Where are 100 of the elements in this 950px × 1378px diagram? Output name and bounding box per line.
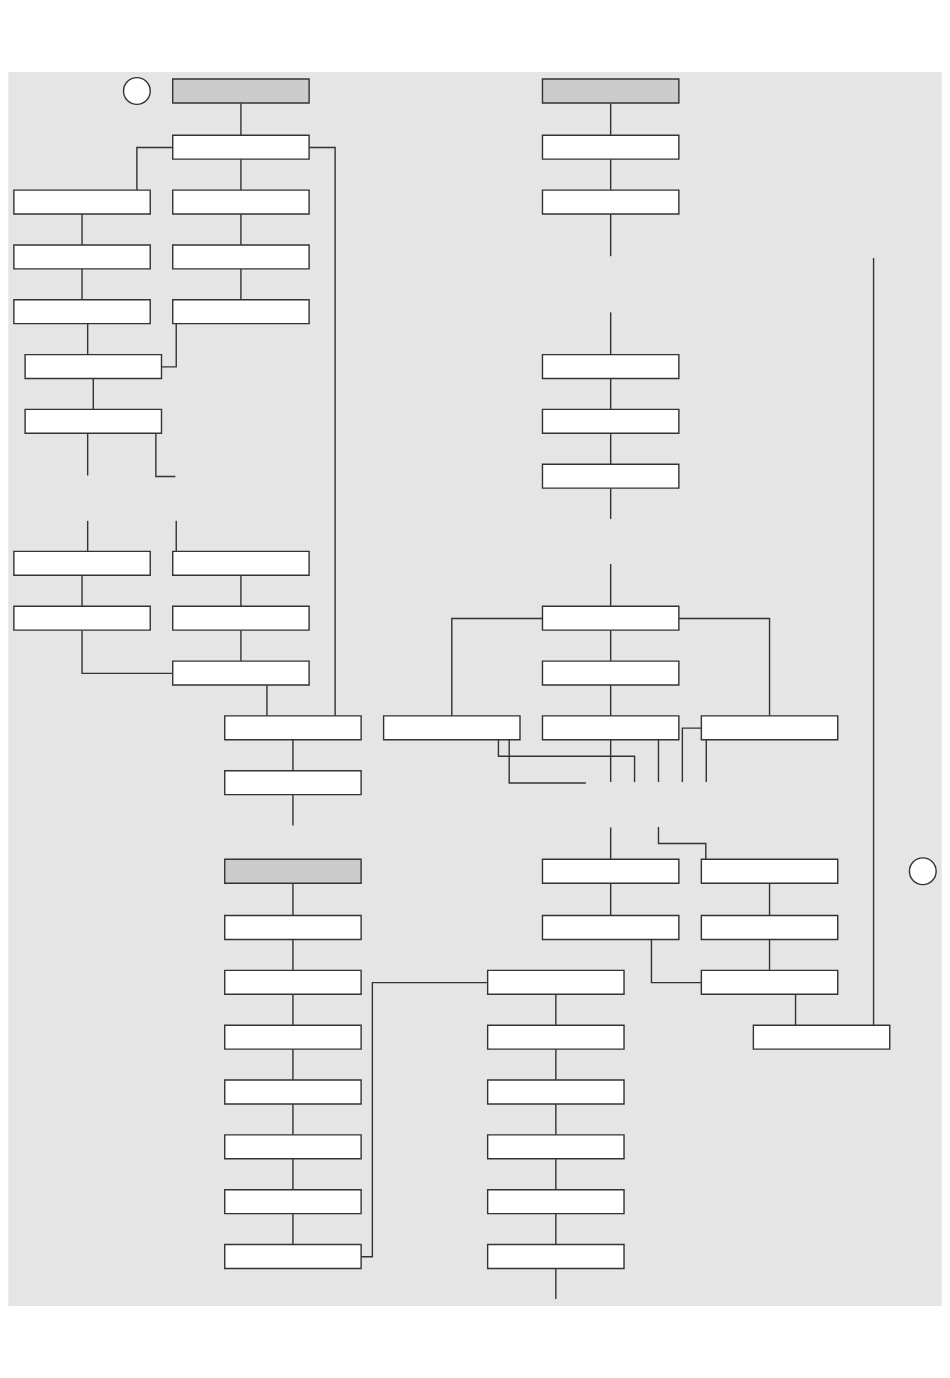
connector — [681, 727, 702, 783]
node-box — [172, 660, 310, 686]
node-box — [172, 78, 310, 104]
node-circle — [122, 76, 151, 106]
connector — [609, 432, 612, 465]
node-box — [172, 299, 310, 325]
connector — [555, 993, 557, 1026]
node-box — [541, 715, 680, 741]
connector — [86, 520, 89, 552]
connector — [609, 158, 612, 191]
connector — [360, 981, 489, 1258]
connector — [555, 1268, 557, 1300]
connector — [609, 684, 612, 717]
connector — [555, 1158, 557, 1191]
connector — [240, 102, 242, 136]
node-box — [172, 244, 310, 270]
connector — [555, 1213, 557, 1246]
node-box — [700, 914, 839, 941]
node-box — [224, 858, 362, 884]
connector — [609, 487, 612, 520]
node-box — [172, 550, 310, 577]
connector — [292, 883, 294, 917]
node-box — [541, 189, 680, 215]
connector — [650, 939, 702, 984]
node-box — [486, 969, 625, 995]
connector — [794, 993, 797, 1026]
connector — [175, 520, 177, 552]
connector — [292, 1213, 294, 1246]
connector — [678, 617, 771, 717]
connector — [768, 883, 771, 917]
connector — [292, 1103, 294, 1136]
connector — [609, 629, 612, 662]
node-box — [541, 463, 680, 489]
connector — [92, 378, 94, 410]
node-box — [224, 1243, 362, 1270]
node-circle — [908, 857, 937, 886]
node-box — [541, 134, 680, 160]
node-box — [382, 715, 521, 741]
connector — [81, 268, 83, 301]
node-box — [24, 353, 163, 380]
connector — [609, 311, 612, 355]
connector — [872, 257, 875, 1026]
connector — [266, 684, 268, 717]
node-box — [541, 353, 680, 380]
connector — [240, 574, 242, 607]
connector — [609, 102, 612, 136]
node-box — [224, 1134, 362, 1160]
node-box — [486, 1024, 625, 1050]
connector — [609, 213, 612, 257]
node-box — [486, 1189, 625, 1215]
connector — [508, 739, 587, 784]
node-box — [486, 1079, 625, 1105]
connector — [81, 574, 83, 607]
node-box — [224, 1024, 362, 1050]
connector — [555, 1048, 557, 1081]
node-box — [13, 550, 151, 577]
node-box — [541, 605, 680, 631]
node-box — [224, 969, 362, 995]
connector — [609, 883, 612, 917]
connector — [768, 938, 771, 971]
connector — [451, 617, 544, 717]
connector — [161, 323, 177, 368]
node-box — [541, 408, 680, 435]
node-box — [224, 914, 362, 941]
node-box — [700, 715, 839, 741]
node-box — [13, 299, 151, 325]
node-box — [486, 1243, 625, 1270]
node-box — [172, 134, 310, 160]
connector — [292, 794, 294, 827]
connector — [240, 268, 242, 301]
node-box — [13, 605, 151, 631]
connector — [292, 1048, 294, 1081]
node-box — [700, 858, 839, 884]
node-box — [541, 858, 680, 884]
connector — [86, 323, 89, 356]
connector — [240, 213, 242, 246]
node-box — [224, 770, 362, 796]
connector — [609, 826, 612, 860]
connector — [705, 739, 707, 783]
node-box — [541, 914, 680, 941]
connector — [497, 739, 636, 783]
connector — [155, 432, 177, 478]
connector — [609, 739, 612, 783]
node-box — [752, 1024, 891, 1050]
node-box — [172, 605, 310, 631]
node-box — [172, 189, 310, 215]
connector — [292, 938, 294, 971]
connector — [609, 563, 612, 607]
node-box — [700, 969, 839, 995]
node-box — [13, 189, 151, 215]
connector — [555, 1103, 557, 1136]
connector — [81, 213, 83, 246]
node-box — [486, 1134, 625, 1160]
connector — [292, 993, 294, 1026]
connector — [240, 158, 242, 191]
connector — [86, 432, 89, 477]
node-box — [24, 408, 163, 435]
node-box — [541, 660, 680, 686]
node-box — [13, 244, 151, 270]
connector — [308, 146, 336, 717]
